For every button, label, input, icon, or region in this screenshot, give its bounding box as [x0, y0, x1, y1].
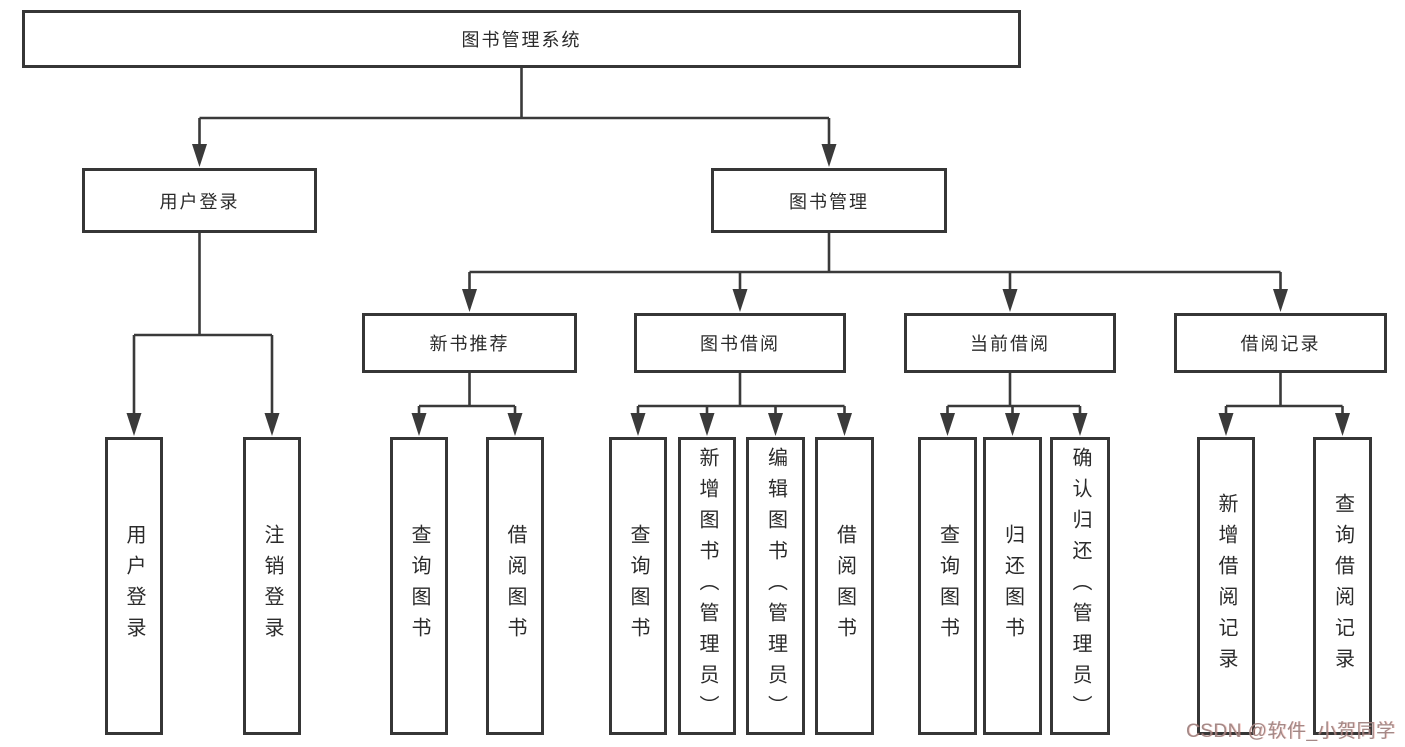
arrowhead	[768, 413, 783, 436]
node-leaf-confirm-return-admin: 确认归还（管理员）	[1050, 437, 1110, 735]
arrowhead	[630, 413, 646, 436]
arrowhead	[732, 289, 748, 312]
node-label: 确认归还（管理员）	[1069, 446, 1091, 726]
node-leaf-logout: 注销登录	[243, 437, 301, 735]
arrowhead	[1218, 413, 1234, 436]
node-label: 归还图书	[1001, 524, 1024, 648]
node-label: 编辑图书（管理员）	[764, 446, 787, 726]
arrowhead	[1005, 413, 1020, 436]
arrowhead	[1335, 413, 1350, 436]
edge-root-to-level2	[198, 68, 831, 147]
node-current-borrowing: 当前借阅	[904, 313, 1116, 373]
edge-userlogin-to-leaves	[132, 233, 274, 416]
arrowhead	[699, 413, 715, 436]
edge-newbook-to-leaves	[417, 373, 517, 416]
arrowhead	[821, 144, 837, 167]
node-leaf-query-books-recommend: 查询图书	[390, 437, 448, 735]
node-label: 查询图书	[408, 524, 430, 648]
edge-bookmgmt-to-level3	[468, 233, 1282, 292]
node-leaf-return-books: 归还图书	[983, 437, 1042, 735]
node-leaf-query-books-current: 查询图书	[918, 437, 977, 735]
node-library-management-system: 图书管理系统	[22, 10, 1021, 68]
node-leaf-add-books-admin: 新增图书（管理员）	[678, 437, 736, 735]
node-label: 查询图书	[936, 524, 959, 648]
arrowhead	[411, 413, 427, 436]
arrowhead	[462, 289, 477, 312]
node-label: 新增借阅记录	[1215, 493, 1237, 679]
node-leaf-user-login: 用户登录	[105, 437, 163, 735]
node-label: 查询图书	[627, 524, 649, 648]
arrowhead	[940, 413, 955, 436]
node-label: 新书推荐	[429, 334, 510, 354]
node-label: 新增图书（管理员）	[696, 446, 718, 726]
node-user-login: 用户登录	[82, 168, 317, 233]
node-leaf-query-borrow-record: 查询借阅记录	[1313, 437, 1372, 735]
node-leaf-query-books-borrowing: 查询图书	[609, 437, 667, 735]
node-label: 查询借阅记录	[1331, 493, 1354, 679]
node-new-book-recommendation: 新书推荐	[362, 313, 577, 373]
node-label: 借阅图书	[504, 524, 526, 648]
arrowhead	[507, 413, 523, 436]
arrowhead	[837, 413, 852, 436]
node-label: 用户登录	[159, 191, 240, 212]
node-borrowing-records: 借阅记录	[1174, 313, 1387, 373]
node-leaf-edit-books-admin: 编辑图书（管理员）	[746, 437, 805, 735]
node-label: 注销登录	[261, 524, 283, 648]
node-leaf-borrow-books-recommend: 借阅图书	[486, 437, 544, 735]
node-label: 图书管理	[789, 191, 869, 212]
node-book-borrowing: 图书借阅	[634, 313, 846, 373]
node-label: 借阅图书	[833, 524, 856, 648]
arrowhead	[126, 413, 142, 436]
arrowhead	[1072, 413, 1088, 436]
arrowhead	[1273, 289, 1288, 312]
edge-records-to-leaves	[1224, 373, 1344, 416]
edge-borrow-to-leaves	[636, 373, 846, 416]
node-label: 借阅记录	[1240, 334, 1321, 354]
node-book-management: 图书管理	[711, 168, 947, 233]
node-leaf-add-borrow-record: 新增借阅记录	[1197, 437, 1255, 735]
arrowhead	[192, 144, 207, 167]
edge-current-to-leaves	[946, 373, 1082, 416]
node-label: 用户登录	[123, 524, 145, 648]
csdn-watermark: CSDN @软件_小贺同学	[1186, 721, 1396, 742]
node-leaf-borrow-books: 借阅图书	[815, 437, 874, 735]
arrowhead	[1002, 289, 1018, 312]
node-label: 当前借阅	[970, 334, 1050, 354]
node-label: 图书管理系统	[461, 30, 582, 50]
node-label: 图书借阅	[700, 334, 780, 354]
arrowhead	[264, 413, 280, 436]
